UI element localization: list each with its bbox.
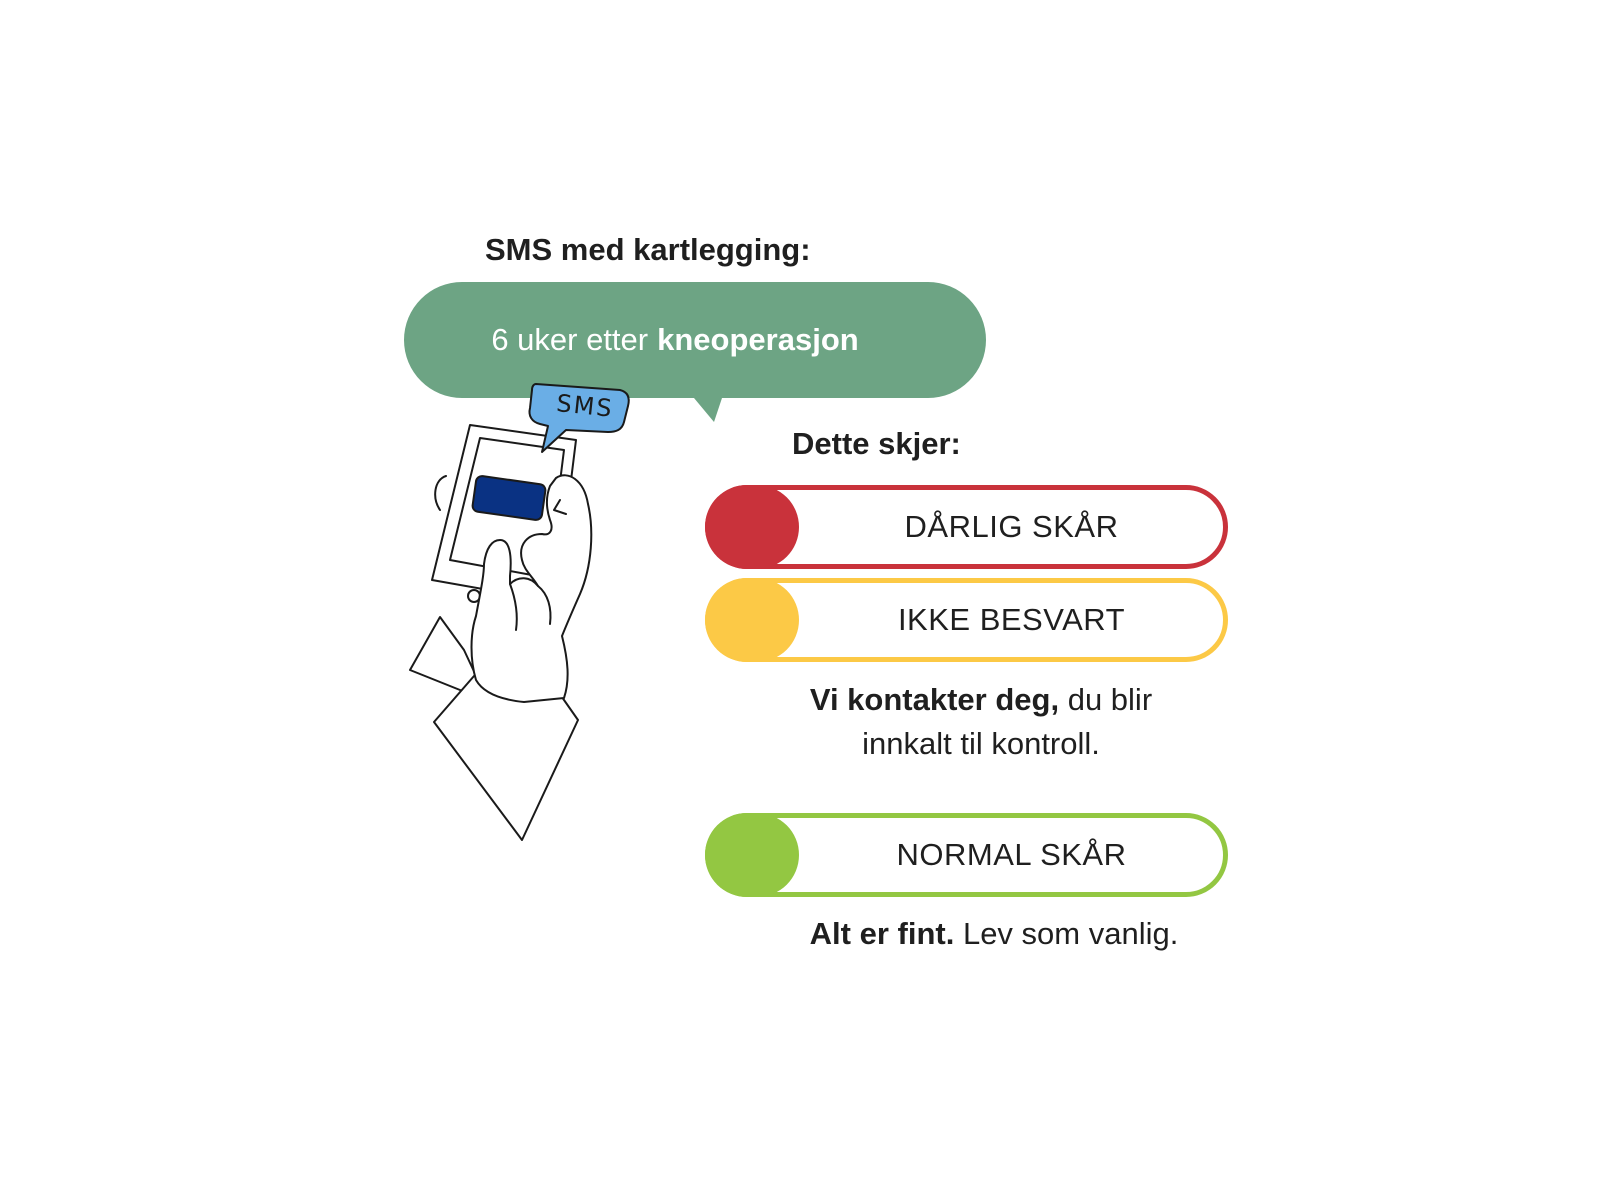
sms-heading: SMS med kartlegging: bbox=[485, 232, 811, 267]
outcome-heading: Dette skjer: bbox=[792, 426, 961, 461]
outcome-pill-poor-score: DÅRLIG SKÅR bbox=[705, 485, 1228, 569]
outcome-pill-not-answered: IKKE BESVART bbox=[705, 578, 1228, 662]
outcome-label-poor-score: DÅRLIG SKÅR bbox=[904, 509, 1119, 544]
sleeve bbox=[433, 675, 579, 841]
bubble-text: 6 uker etter kneoperasjon bbox=[404, 282, 986, 398]
hand bbox=[470, 474, 593, 703]
all-fine-note-rest: Lev som vanlig. bbox=[962, 916, 1179, 951]
hand-phone-illustration bbox=[409, 383, 630, 841]
bubble-text-bold: kneoperasjon bbox=[657, 322, 859, 357]
all-fine-note: Alt er fint. Lev som vanlig. bbox=[740, 912, 1248, 956]
bubble-text-regular: 6 uker etter bbox=[491, 322, 649, 357]
yellow-indicator-dot bbox=[705, 578, 799, 662]
outcome-pill-normal-score: NORMAL SKÅR bbox=[705, 813, 1228, 897]
index-finger-detail bbox=[509, 583, 518, 631]
screen-button-icon bbox=[471, 475, 547, 521]
outcome-label-normal-score: NORMAL SKÅR bbox=[896, 837, 1127, 872]
green-indicator-dot bbox=[705, 813, 799, 897]
outcome-label-not-answered: IKKE BESVART bbox=[897, 602, 1126, 637]
knuckle-detail bbox=[537, 585, 552, 625]
sms-tag bbox=[528, 383, 630, 453]
red-indicator-dot bbox=[705, 485, 799, 569]
contact-note-bold: Vi kontakter deg, bbox=[809, 682, 1060, 717]
all-fine-note-bold: Alt er fint. bbox=[809, 916, 955, 951]
contact-note-line2: innkalt til kontroll. bbox=[862, 726, 1100, 761]
finger-detail bbox=[553, 499, 567, 515]
contact-note-line1-rest: du blir bbox=[1067, 682, 1153, 717]
contact-note: Vi kontakter deg, du blir innkalt til ko… bbox=[740, 678, 1222, 766]
thumb bbox=[434, 475, 447, 511]
